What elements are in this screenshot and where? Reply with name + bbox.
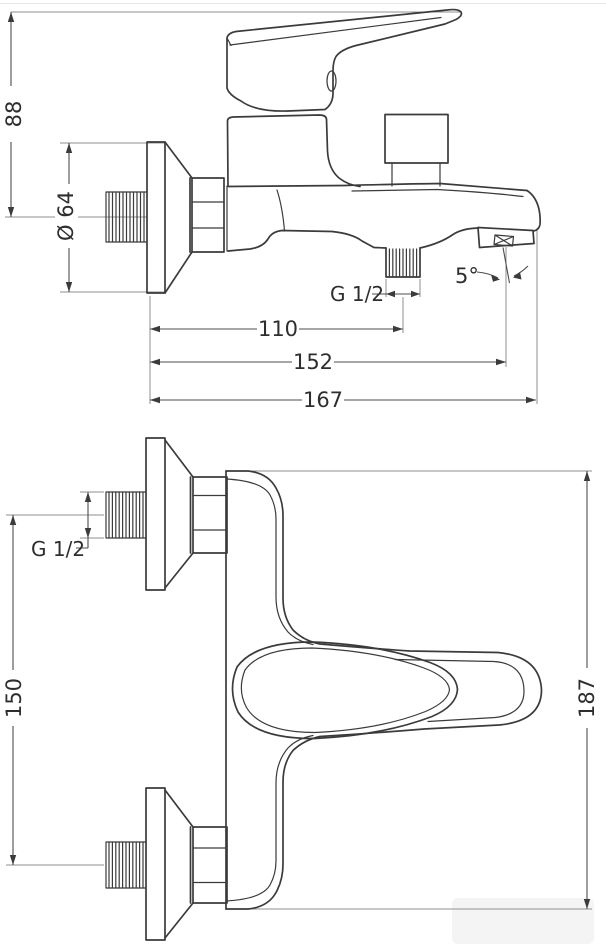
- lever-handle-facet: [226, 37, 232, 47]
- cartridge-housing: [226, 114, 361, 188]
- lever-neck-detail: [326, 70, 337, 92]
- connection-nut-facets: [191, 201, 225, 229]
- arrow-g12-bottom: [84, 528, 92, 538]
- front-view: 88 Ø 64 G 1/2 5° 110 152 167: [2, 8, 542, 412]
- aerator-symbol: [493, 234, 515, 247]
- dim-150-bg: [4, 670, 24, 726]
- connection-nut: [191, 177, 225, 253]
- lever-inner-line: [394, 658, 525, 723]
- plan-view: G 1/2 150 187: [2, 437, 599, 944]
- body-silhouette: [225, 470, 543, 910]
- arrow-angle-right: [513, 272, 522, 280]
- body-inner-wall-top: [225, 478, 314, 646]
- spout-angle-line: [502, 247, 511, 284]
- dim-167: 167: [303, 388, 343, 412]
- arrow-150-top: [9, 515, 17, 525]
- dim-187: 187: [575, 678, 599, 718]
- dim-88-bg: [2, 86, 21, 142]
- upper-escutcheon-plate: [145, 437, 166, 591]
- lower-escutcheon-plate: [145, 787, 166, 941]
- body-crease: [276, 189, 286, 232]
- dim-flange-diameter: Ø 64: [54, 191, 78, 241]
- handle-hub-inner: [240, 647, 451, 734]
- lever-handle-outline: [226, 8, 463, 112]
- arrow-angle-left: [491, 274, 500, 282]
- arrow-110-left: [150, 325, 160, 333]
- ext-lines-wall-thread: [80, 491, 104, 539]
- arrow-g12-top: [84, 492, 92, 502]
- handle-hub-outer: [231, 641, 459, 740]
- body-top-chamfer: [351, 188, 524, 198]
- body-bottom-edge-right: [419, 227, 479, 249]
- arrow-152-left: [150, 358, 160, 366]
- dim-88: 88: [2, 101, 26, 128]
- arrow-g12-right: [411, 290, 420, 298]
- escutcheon-plate: [146, 141, 166, 294]
- wall-thread-ridges: [108, 191, 145, 243]
- dim-64-bg: [55, 184, 78, 248]
- upper-nut-facets: [192, 494, 228, 531]
- body-bottom-edge-left: [227, 229, 387, 252]
- diverter-stem: [391, 162, 441, 187]
- watermark-artifact: [452, 898, 594, 944]
- arrow-64-bottom: [65, 282, 73, 292]
- lever-handle-bevel: [229, 16, 442, 46]
- lower-nut-facets: [192, 847, 228, 884]
- arrow-88-bottom: [7, 207, 15, 217]
- arrow-150-bottom: [9, 855, 17, 865]
- lower-connection-nut: [192, 826, 228, 904]
- dim-spout-angle: 5°: [455, 264, 479, 288]
- arrow-110-right: [393, 325, 403, 333]
- arrow-167-left: [150, 396, 160, 404]
- dim-shower-thread: G 1/2: [330, 282, 384, 306]
- body-front-face: [526, 189, 542, 232]
- dim-110-bg: [257, 320, 299, 339]
- lower-escutcheon-cone: [164, 789, 194, 939]
- dim-150: 150: [2, 678, 26, 718]
- body-top-edge: [226, 182, 528, 192]
- dim-187-bg: [577, 668, 597, 728]
- angle-leader-arcs: [476, 265, 529, 279]
- body-inner-wall-bottom: [225, 734, 314, 902]
- dim-152-bg: [292, 353, 334, 372]
- arrow-88-top: [7, 12, 15, 22]
- lower-thread-ridges: [108, 841, 144, 889]
- shower-outlet-thread-ridges: [388, 248, 418, 278]
- arrow-167-right: [526, 396, 536, 404]
- dim-110: 110: [258, 317, 298, 341]
- upper-escutcheon-cone: [164, 439, 194, 589]
- upper-connection-nut: [192, 476, 228, 554]
- dim-wall-thread: G 1/2: [31, 537, 85, 561]
- dim-152: 152: [293, 350, 333, 374]
- arrow-64-top: [65, 143, 73, 153]
- escutcheon-cone: [164, 141, 193, 294]
- arrow-187-bottom: [583, 899, 591, 909]
- arrow-g12-left: [386, 290, 395, 298]
- dim-167-bg: [302, 391, 344, 410]
- arrow-152-right: [496, 358, 506, 366]
- spout-outlet-block: [477, 226, 535, 249]
- diverter-knob: [384, 113, 449, 164]
- arrow-187-top: [583, 471, 591, 481]
- upper-thread-ridges: [108, 491, 144, 539]
